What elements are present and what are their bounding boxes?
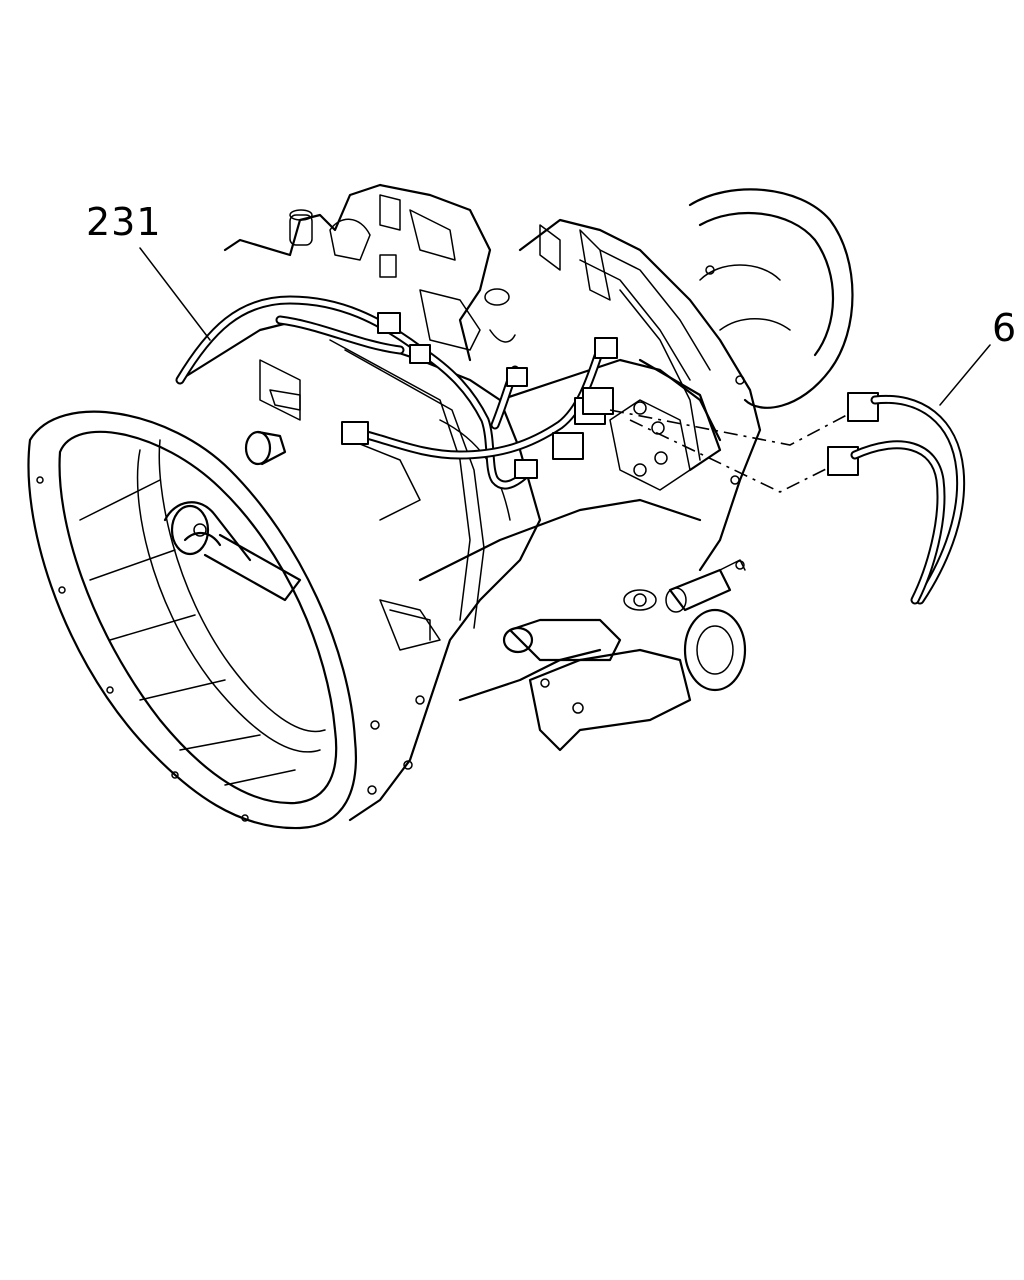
- bell-housing: [27, 410, 357, 830]
- wiring-harness-231: [175, 295, 618, 490]
- cable-6: [609, 392, 966, 605]
- top-control-housing: [289, 194, 611, 351]
- rear-housing: [609, 188, 854, 491]
- pto-unit: [502, 559, 747, 752]
- callout-6: 6: [992, 306, 1018, 350]
- callout-231: 231: [86, 200, 162, 244]
- leader-line-231: [139, 247, 211, 341]
- leader-line-6: [939, 344, 991, 406]
- input-shaft: [163, 501, 302, 602]
- transmission-case: [178, 183, 762, 822]
